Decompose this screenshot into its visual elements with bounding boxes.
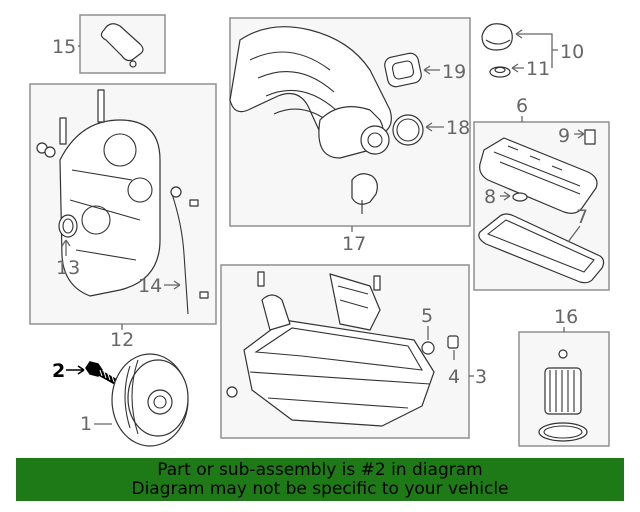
banner-line-2: Diagram may not be specific to your vehi… <box>131 479 509 499</box>
crank-pulley-bolt-part-2 <box>85 361 118 385</box>
callout-18: 18 <box>446 117 470 139</box>
callout-7: 7 <box>576 206 588 228</box>
callout-13: 13 <box>56 257 80 279</box>
callout-6: 6 <box>516 95 528 117</box>
callout-5: 5 <box>421 305 433 327</box>
box-12 <box>29 83 217 325</box>
callout-11: 11 <box>526 58 550 80</box>
callout-14: 14 <box>138 275 162 297</box>
box-16 <box>518 331 610 447</box>
parts-diagram: 15 19 18 17 10 11 <box>29 14 610 447</box>
callout-8: 8 <box>484 186 496 208</box>
callout-3: 3 <box>475 366 487 388</box>
callout-12: 12 <box>110 329 134 351</box>
oil-cap-group <box>481 23 513 78</box>
box-3 <box>220 264 470 439</box>
callout-1: 1 <box>80 413 92 435</box>
callout-4: 4 <box>448 366 460 388</box>
callout-16: 16 <box>554 306 578 328</box>
callout-19: 19 <box>442 61 466 83</box>
callout-9: 9 <box>558 125 570 147</box>
callout-2: 2 <box>52 360 65 382</box>
box-17 <box>229 17 471 227</box>
box-6 <box>473 121 610 291</box>
box-15 <box>79 14 166 74</box>
banner-line-1: Part or sub-assembly is #2 in diagram <box>157 460 483 480</box>
callout-15: 15 <box>52 36 76 58</box>
callout-10: 10 <box>560 41 584 63</box>
callout-17: 17 <box>342 233 366 255</box>
info-banner: Part or sub-assembly is #2 in diagram Di… <box>16 458 624 501</box>
crankshaft-pulley-part-1 <box>111 353 189 447</box>
